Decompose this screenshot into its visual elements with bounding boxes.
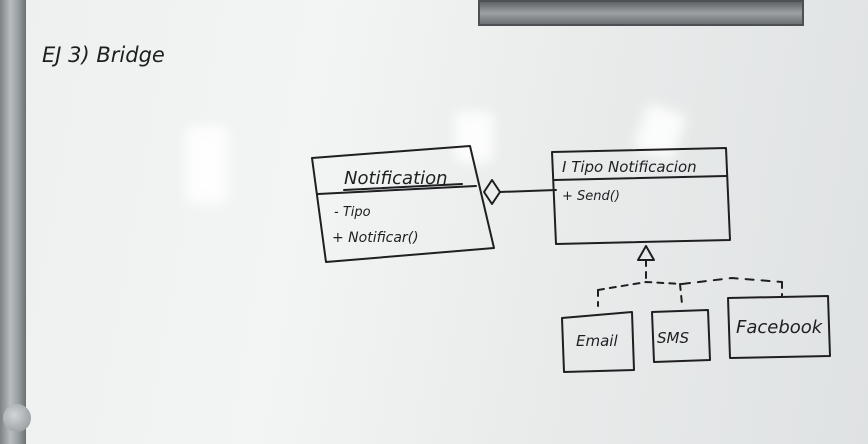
interface-name: I Tipo Notificacion <box>562 158 697 176</box>
facebook-box-outline <box>727 295 831 359</box>
class-attribute: - Tipo <box>334 205 371 220</box>
sms-box-outline <box>651 309 711 363</box>
light-glare <box>186 126 228 204</box>
aggregation-line <box>499 189 557 193</box>
magnet <box>3 404 31 432</box>
name-underline <box>343 183 463 191</box>
email-label: Email <box>576 332 618 350</box>
interface-method: + Send() <box>562 189 620 204</box>
class-divider <box>317 185 477 195</box>
notification-class: Notification - Tipo + Notificar() <box>311 145 495 263</box>
email-box-outline <box>561 311 635 373</box>
class-box-outline <box>311 145 495 263</box>
realization-lines <box>597 259 783 307</box>
board-frame-left <box>0 0 26 444</box>
interface-box-outline <box>551 147 731 245</box>
class-method: + Notificar() <box>332 230 419 246</box>
board-title: EJ 3) Bridge <box>42 43 165 67</box>
realization-triangle <box>637 245 655 261</box>
sms-class: SMS <box>651 309 711 363</box>
sms-label: SMS <box>657 329 689 347</box>
interface-class: I Tipo Notificacion + Send() <box>551 147 731 245</box>
light-glare <box>455 112 493 162</box>
email-class: Email <box>561 311 635 373</box>
facebook-label: Facebook <box>736 317 824 338</box>
board-frame-top <box>478 0 804 26</box>
facebook-class: Facebook <box>727 295 831 359</box>
class-name: Notification <box>344 168 448 189</box>
interface-divider <box>553 175 727 181</box>
aggregation-diamond <box>483 179 501 205</box>
